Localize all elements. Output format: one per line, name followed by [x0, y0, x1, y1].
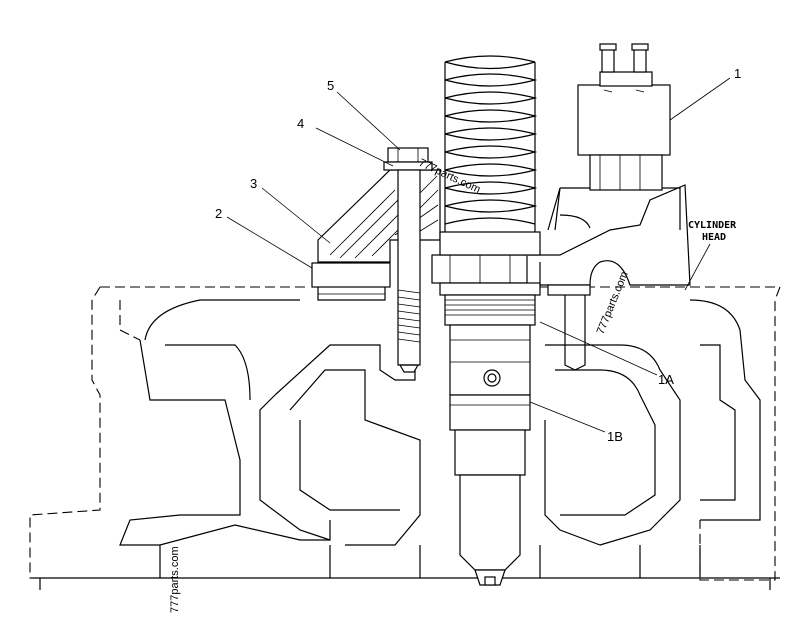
- leader-lines: [226, 77, 731, 433]
- rocker-bracket: [525, 184, 691, 371]
- callout-cylinder-line1: CYLINDER: [688, 220, 737, 231]
- cylinder-head-body: [29, 286, 781, 590]
- clamp-spacer-part-2: [311, 262, 391, 301]
- callout-4: 4: [297, 116, 304, 131]
- callout-labels: 1 5 4 3 2 1A 1B CYLINDER HEAD: [215, 66, 741, 444]
- callout-cylinder-line2: HEAD: [702, 232, 726, 243]
- callout-1: 1: [734, 66, 741, 81]
- callout-1a: 1A: [658, 372, 674, 387]
- solenoid-part-1: [577, 43, 671, 191]
- injector-body: [431, 254, 541, 586]
- callout-3: 3: [250, 176, 257, 191]
- callout-1b: 1B: [607, 429, 623, 444]
- watermark-bottom-left: 777parts.com: [169, 546, 181, 613]
- watermark-center-right: 777parts.com: [595, 270, 631, 336]
- injector-spring: [439, 55, 541, 256]
- clamp-part-3: [317, 169, 441, 263]
- callout-2: 2: [215, 206, 222, 221]
- callout-5: 5: [327, 78, 334, 93]
- bolt-part-5: [383, 147, 433, 373]
